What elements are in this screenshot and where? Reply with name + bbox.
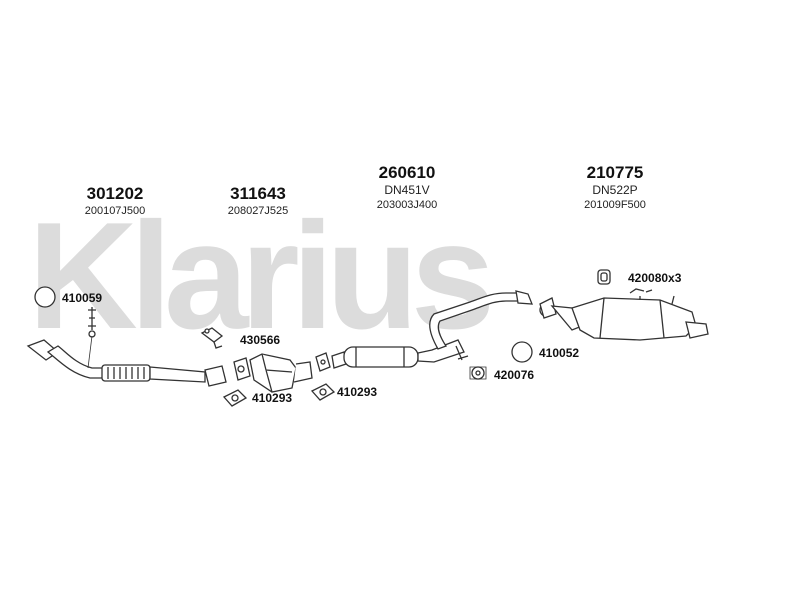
part-subcode: DN522P <box>592 183 638 197</box>
part-number: 210775 <box>586 163 644 182</box>
flange-gasket-icon <box>222 389 248 407</box>
callout-410293-left: 410293 <box>252 391 293 405</box>
gasket-ring-icon <box>34 286 56 308</box>
oe-code: 201009F500 <box>584 199 646 211</box>
oe-code: 203003J400 <box>376 199 438 211</box>
part-number: 260610 <box>378 163 436 182</box>
front-pipe-icon <box>26 339 227 387</box>
callout-420080x3: 420080x3 <box>628 271 682 285</box>
brand-watermark: Klarius <box>28 191 495 361</box>
tailpipe-section-icon <box>428 290 533 361</box>
center-silencer-icon <box>331 339 465 369</box>
part-header-rear-silencer: 210775 DN522P 201009F500 <box>545 163 685 212</box>
part-header-catalyst: 311643 208027J525 <box>188 184 328 218</box>
oe-code: 200107J500 <box>84 205 146 217</box>
rear-silencer-icon <box>539 295 709 341</box>
bracket-icon <box>200 327 224 349</box>
part-subcode: DN451V <box>384 183 430 197</box>
part-header-front-pipe: 301202 200107J500 <box>45 184 185 218</box>
rubber-hanger-icon <box>597 269 611 285</box>
gasket-ring-icon <box>511 341 533 363</box>
part-number: 301202 <box>86 184 144 203</box>
part-header-center-silencer: 260610 DN451V 203003J400 <box>337 163 477 212</box>
callout-410052: 410052 <box>539 346 580 360</box>
callout-420076: 420076 <box>494 368 535 382</box>
part-number: 311643 <box>230 184 286 203</box>
callout-430566: 430566 <box>240 333 281 347</box>
callout-410293-right: 410293 <box>337 385 378 399</box>
flange-gasket-icon <box>310 383 336 401</box>
hanger-clip-icon <box>629 288 653 294</box>
sensor-link-line <box>87 335 93 369</box>
oe-code: 208027J525 <box>227 205 289 217</box>
flange-icon <box>315 352 331 372</box>
rubber-mount-icon <box>469 366 487 380</box>
oxygen-sensor-icon <box>88 307 96 338</box>
catalytic-converter-icon <box>233 353 313 393</box>
callout-410059: 410059 <box>62 291 103 305</box>
